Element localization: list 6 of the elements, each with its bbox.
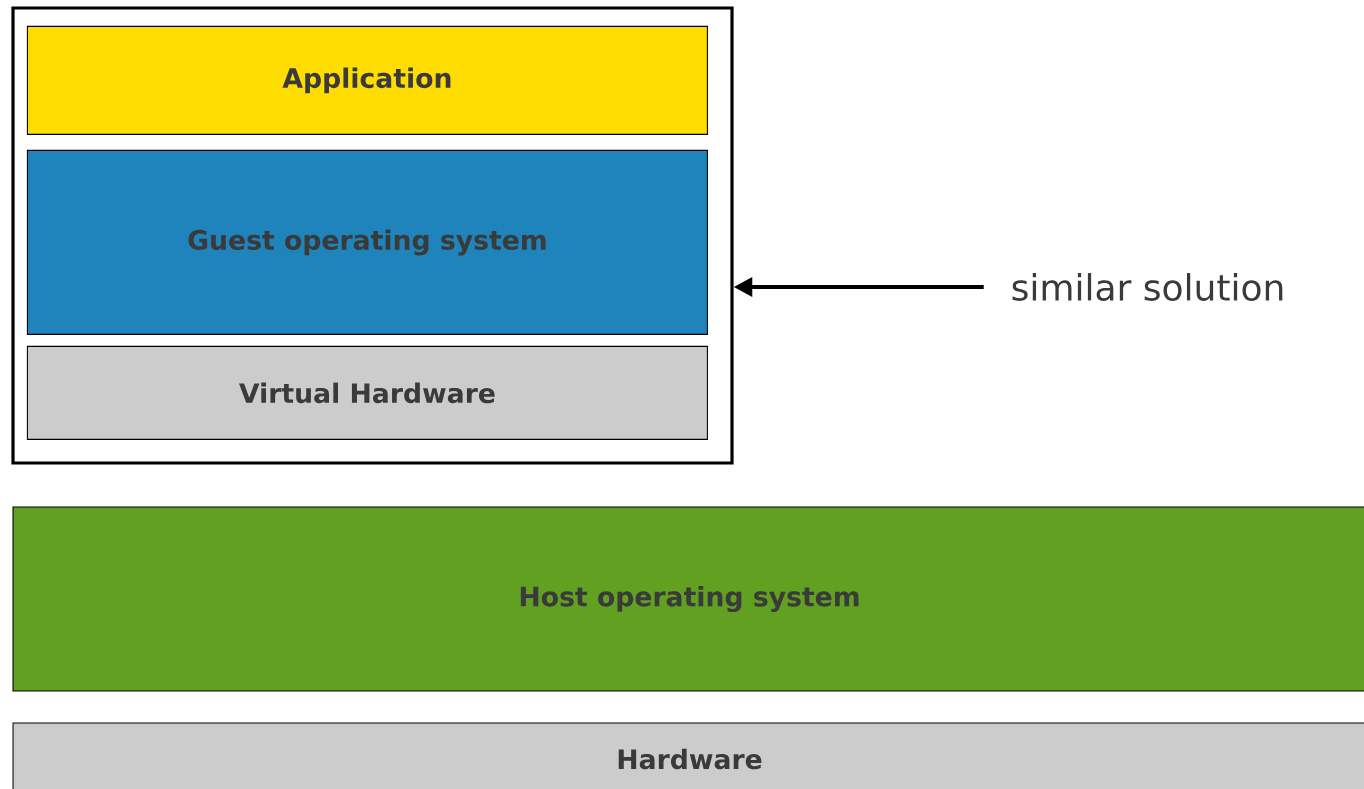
layer-box: Hardware [12, 722, 1364, 789]
layer-box: Virtual Hardware [26, 345, 708, 440]
layer-box: Host operating system [12, 506, 1364, 692]
layer-box: Guest operating system [26, 149, 708, 335]
layer-box: Application [26, 25, 708, 135]
label-text: similar solution [1012, 273, 1283, 301]
